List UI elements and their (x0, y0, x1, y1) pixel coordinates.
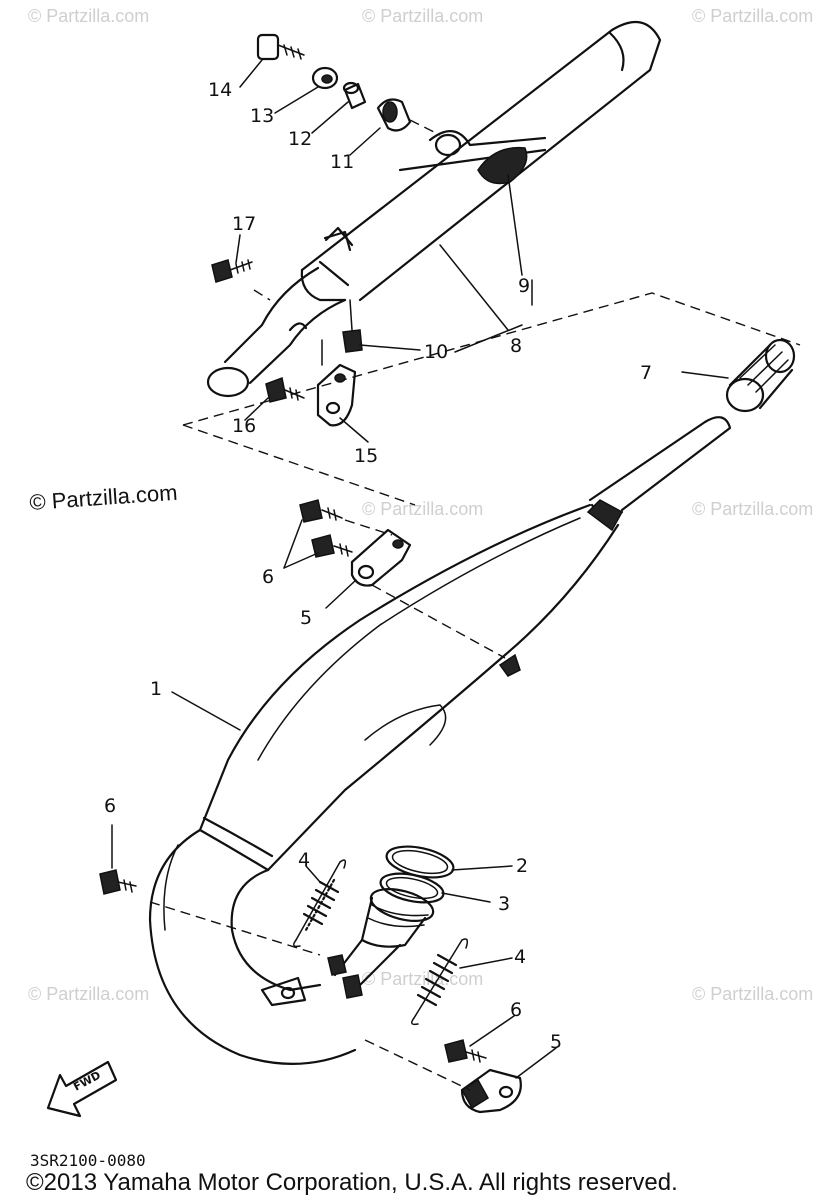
bracket-5-lower (460, 1068, 522, 1114)
bolt-16 (265, 376, 305, 403)
grommet-11 (376, 98, 412, 132)
callout-6-left: 6 (104, 795, 116, 817)
watermark-top-left: © Partzilla.com (28, 6, 149, 26)
callout-5-upper: 5 (300, 607, 312, 629)
callout-5-lower: 5 (550, 1031, 562, 1053)
watermark-mid-center: © Partzilla.com (362, 499, 483, 519)
watermark-main: © Partzilla.com (29, 480, 179, 515)
callout-4-upper: 4 (298, 849, 310, 871)
watermark-low-left: © Partzilla.com (28, 984, 149, 1004)
callout-2: 2 (516, 855, 528, 877)
callout-12: 12 (288, 128, 312, 150)
callout-7: 7 (640, 362, 652, 384)
watermark-low-right: © Partzilla.com (692, 984, 813, 1004)
callout-17: 17 (232, 213, 256, 235)
bolt-6-lower (444, 1039, 487, 1063)
callout-11: 11 (330, 151, 354, 173)
spring-4-upper (293, 859, 347, 948)
bolt-10 (342, 299, 363, 353)
callout-4-lower: 4 (514, 946, 526, 968)
watermark-top-center: © Partzilla.com (362, 6, 483, 26)
gasket-3 (379, 872, 445, 904)
callout-1: 1 (150, 678, 162, 700)
watermark-low-center: © Partzilla.com (362, 969, 483, 989)
bracket-15 (316, 363, 357, 427)
callout-6-lower: 6 (510, 999, 522, 1021)
bolt-6-upper-b (311, 534, 353, 558)
callout-14: 14 (208, 79, 232, 101)
bolt-14 (256, 33, 305, 61)
callout-3: 3 (498, 893, 510, 915)
callout-8: 8 (510, 335, 522, 357)
callout-13: 13 (250, 105, 274, 127)
bracket-5-upper (350, 528, 412, 587)
callout-6-upper: 6 (262, 566, 274, 588)
callout-9: 9 (518, 275, 530, 297)
bolt-6-upper-a (299, 499, 343, 523)
joint-7 (725, 338, 796, 413)
bolt-6-left (99, 869, 137, 895)
expansion-chamber (148, 416, 732, 1065)
copyright-notice: ©2013 Yamaha Motor Corporation, U.S.A. A… (26, 1169, 678, 1196)
forward-arrow-icon: FWD (46, 1060, 118, 1118)
callout-10: 10 (424, 341, 448, 363)
callout-15: 15 (354, 445, 378, 467)
watermark-top-right: © Partzilla.com (692, 6, 813, 26)
leader-lines (111, 59, 729, 1079)
bolt-17 (211, 259, 253, 283)
watermark-mid-right: © Partzilla.com (692, 499, 813, 519)
diagram-code: 3SR2100-0080 (30, 1151, 146, 1170)
collar-12 (342, 81, 367, 110)
exhaust-joint (333, 888, 435, 987)
spring-4-lower (411, 938, 469, 1026)
silencer (206, 20, 662, 398)
washer-13 (311, 66, 339, 90)
callout-16: 16 (232, 415, 256, 437)
